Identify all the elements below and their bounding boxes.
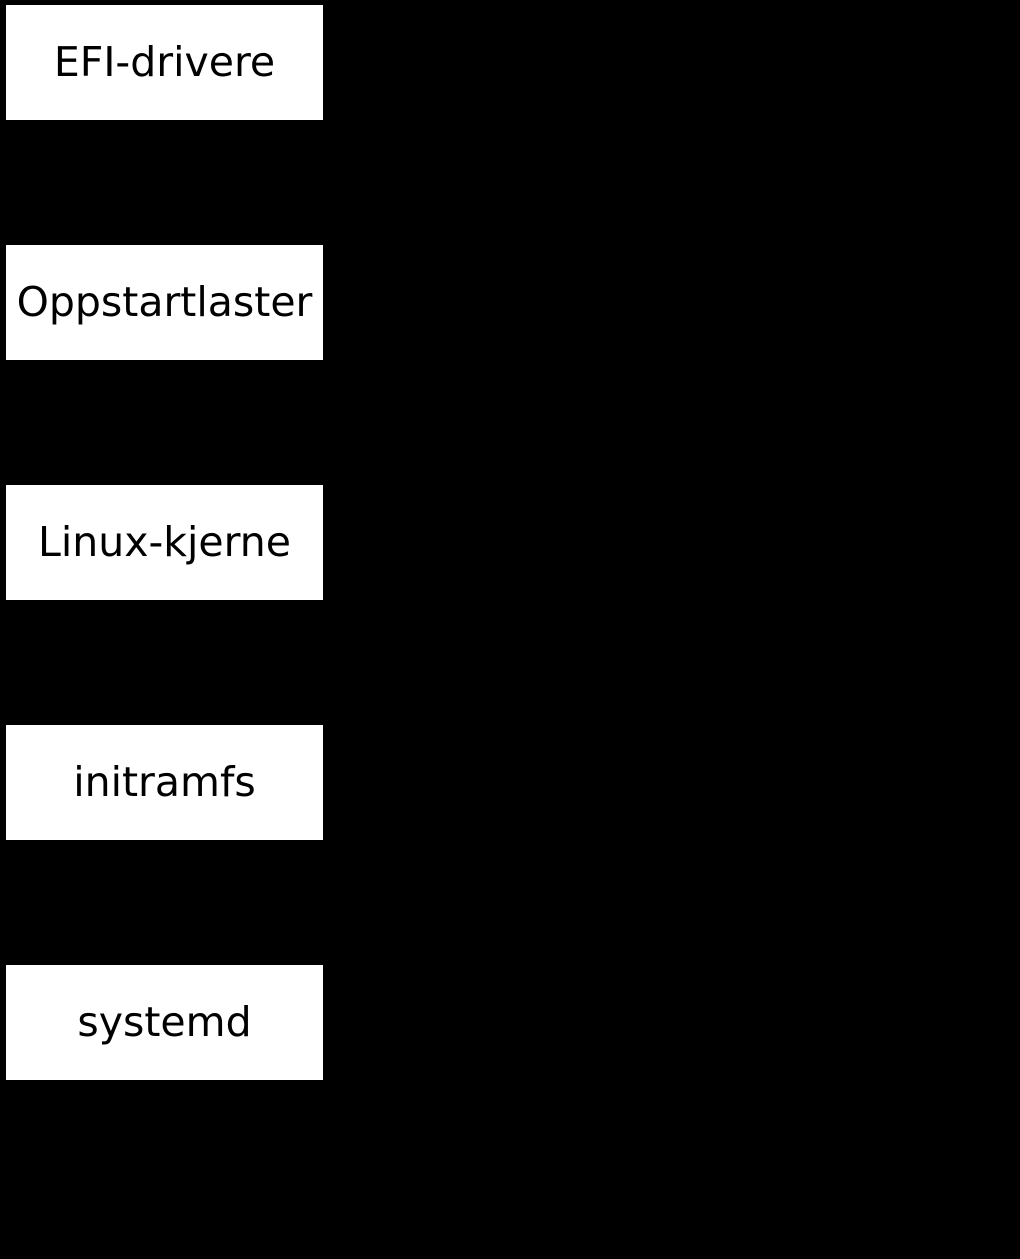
stage-box-linux-kjerne[interactable]: Linux-kjerne: [6, 485, 323, 600]
stage-label: Oppstartlaster: [16, 278, 313, 326]
stage-box-oppstartlaster[interactable]: Oppstartlaster: [6, 245, 323, 360]
stage-label: Linux-kjerne: [38, 518, 291, 566]
stage-label: systemd: [77, 998, 252, 1046]
stage-label: EFI-drivere: [53, 38, 276, 86]
stage-label: initramfs: [73, 758, 256, 806]
stage-box-systemd[interactable]: systemd: [6, 965, 323, 1080]
stage-box-efi-drivere[interactable]: EFI-drivere: [6, 5, 323, 120]
stage-box-initramfs[interactable]: initramfs: [6, 725, 323, 840]
